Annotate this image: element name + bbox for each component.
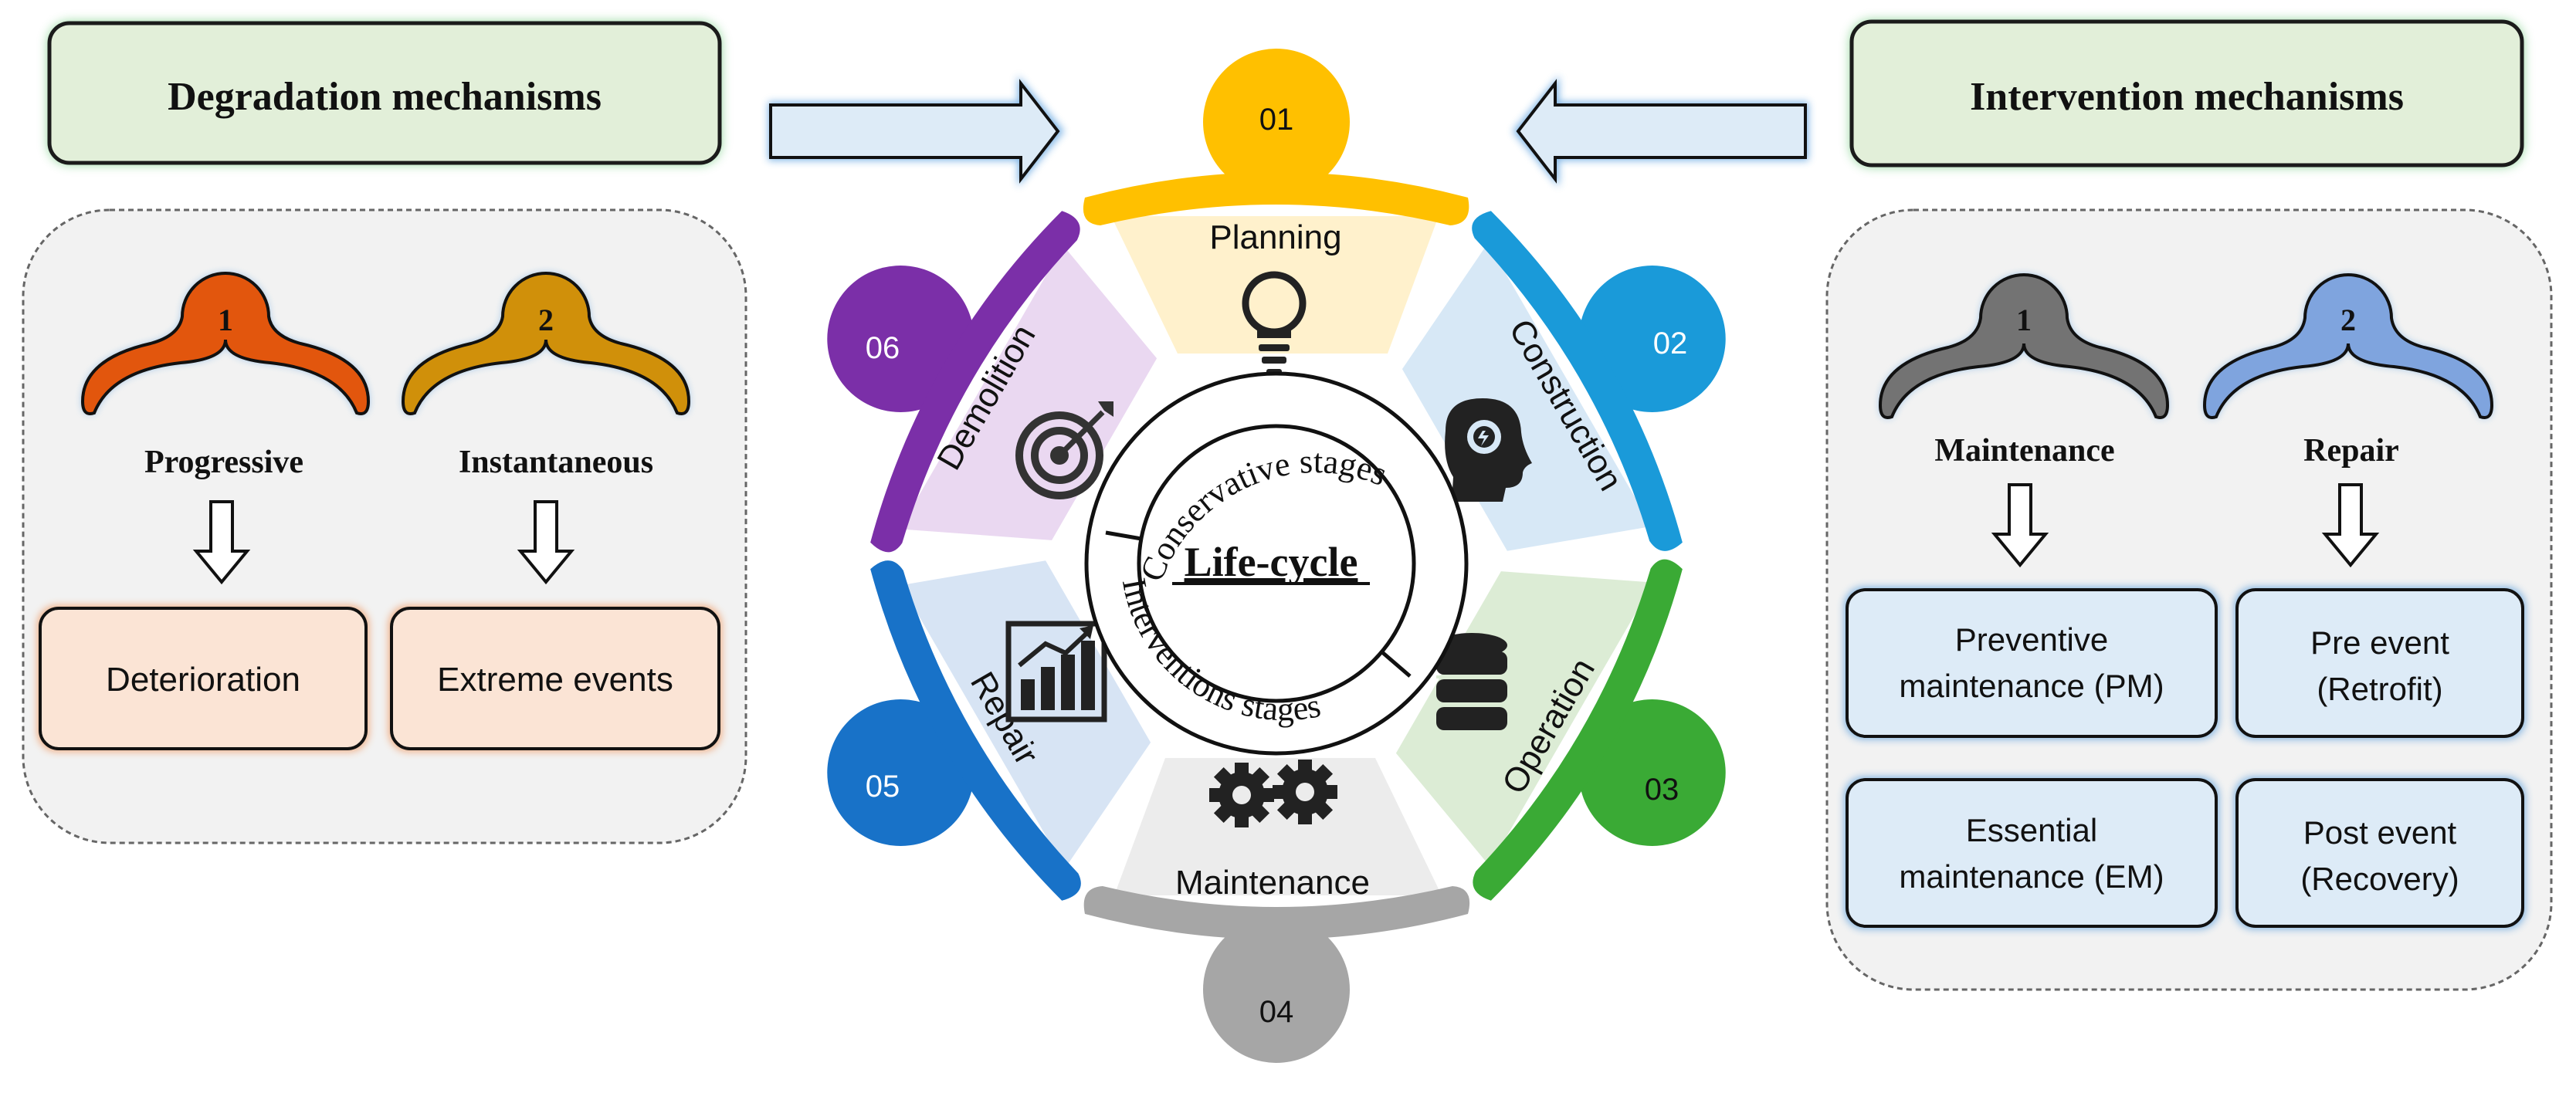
intervention-panel: Intervention mechanisms 1 Maintenance 2 … (1825, 19, 2553, 991)
instantaneous-item: 2 Instantaneous Extreme events (388, 272, 722, 752)
maintenance-mechanism-label: Maintenance (1934, 433, 2114, 469)
deterioration-box (39, 607, 368, 750)
pm-line2: maintenance (PM) (1899, 668, 2164, 704)
right-arrow-icon (768, 76, 1064, 187)
instantaneous-person-shape (401, 272, 691, 415)
down-arrow-icon (517, 500, 575, 585)
left-arrow-icon (1513, 76, 1808, 187)
recovery-line1: Post event (2303, 814, 2457, 851)
head-idea-icon (1445, 398, 1532, 502)
degradation-title-box (47, 21, 722, 165)
instantaneous-label: Instantaneous (459, 445, 653, 480)
pm-box: Preventive maintenance (PM) (1844, 587, 2219, 739)
stage-03-number: 03 (1645, 773, 1679, 807)
recovery-line2: (Recovery) (2300, 861, 2459, 897)
extreme-events-box (390, 607, 720, 750)
deterioration-text: Deterioration (106, 661, 300, 699)
lightbulb-icon (1242, 271, 1307, 375)
instantaneous-number: 2 (538, 303, 554, 337)
growth-chart-icon (1005, 621, 1107, 722)
down-arrow-icon (192, 500, 251, 585)
progressive-person-shape (80, 272, 371, 415)
stage-planning-label: Planning (1209, 218, 1341, 256)
stage-maintenance (1083, 758, 1470, 1063)
life-cycle-center: Conservative stages Interventions stages… (1084, 371, 1469, 756)
progressive-number: 1 (218, 303, 233, 337)
database-icon (1436, 633, 1507, 730)
repair-mechanism-label: Repair (2303, 433, 2399, 469)
stage-02-number: 02 (1653, 327, 1688, 360)
life-cycle-wheel: 01 Planning 02 Construction (827, 49, 1726, 1063)
stage-05-number: 05 (866, 770, 900, 804)
retrofit-line1: Pre event (2310, 624, 2449, 661)
repair-person-shape (2202, 273, 2494, 419)
retrofit-box: Pre event (Retrofit) (2234, 587, 2526, 739)
em-box: Essential maintenance (EM) (1844, 777, 2219, 929)
stage-06-number: 06 (866, 331, 900, 365)
recovery-box: Post event (Recovery) (2234, 777, 2526, 929)
target-icon (1015, 401, 1113, 499)
stage-demolition (827, 211, 1158, 553)
stage-04-number: 04 (1259, 995, 1294, 1029)
progressive-item: 1 Progressive Deterioration (37, 272, 371, 752)
retrofit-line2: (Retrofit) (2317, 671, 2442, 707)
gears-icon (1209, 760, 1337, 827)
maintenance-mechanism-item: 1 Maintenance (1878, 273, 2170, 568)
repair-mechanism-item: 2 Repair (2202, 273, 2494, 568)
extreme-events-text: Extreme events (437, 661, 673, 699)
life-cycle-title: Life-cycle (1185, 539, 1358, 585)
down-arrow-icon (2321, 483, 2380, 568)
down-arrow-icon (1991, 483, 2049, 568)
progressive-label: Progressive (144, 445, 303, 480)
pm-line1: Preventive (1955, 621, 2108, 658)
stage-01-number: 01 (1259, 103, 1294, 137)
intervention-title: Intervention mechanisms (1970, 75, 2404, 119)
em-line1: Essential (1966, 812, 2097, 848)
intervention-title-box (1849, 19, 2524, 168)
em-line2: maintenance (EM) (1899, 858, 2164, 895)
repair-mechanism-number: 2 (2340, 303, 2356, 337)
stage-maintenance-label: Maintenance (1175, 864, 1370, 902)
maintenance-mechanism-number: 1 (2016, 303, 2032, 337)
degradation-title: Degradation mechanisms (168, 75, 602, 119)
maintenance-person-shape (1878, 273, 2170, 419)
degradation-panel: Degradation mechanisms 1 Progressive Det… (22, 21, 747, 844)
stage-repair (827, 560, 1151, 901)
stage-planning: 01 Planning (1083, 49, 1469, 375)
